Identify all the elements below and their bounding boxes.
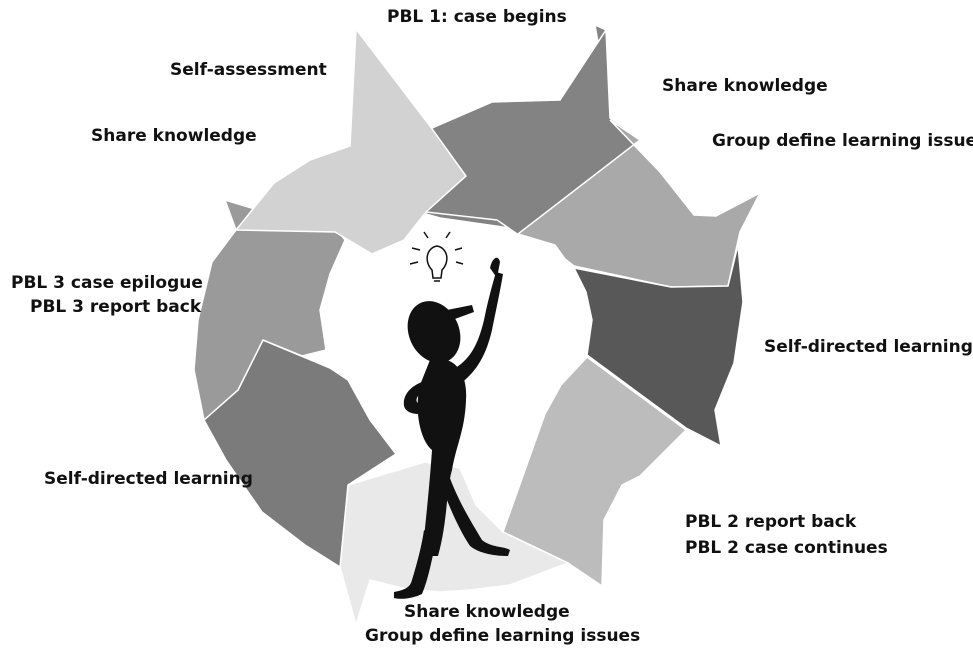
cycle-arrow-4 [502,355,688,588]
label-share-knowledge-bottom: Share knowledge [404,602,570,622]
label-pbl1-case-begins: PBL 1: case begins [387,7,567,27]
lightbulb-icon [409,231,464,282]
label-share-knowledge-top-right: Share knowledge [662,76,828,96]
label-pbl3-report-back: PBL 3 report back [30,297,202,317]
label-self-assessment: Self-assessment [170,60,327,80]
cycle-arrow-5 [339,461,570,628]
cycle-arrow-8 [234,26,468,255]
label-self-directed-right: Self-directed learning [764,337,973,357]
cycle-ring [193,23,762,628]
cycle-arrow-1b [425,27,644,237]
label-group-define-bottom: Group define learning issues [365,626,641,646]
label-self-directed-left: Self-directed learning [44,469,253,489]
thinking-person-icon [394,257,510,599]
cycle-arrow-3 [572,244,744,448]
cycle-arrow-2 [516,119,762,288]
label-share-knowledge-top-left: Share knowledge [91,126,257,146]
label-pbl3-case-epilogue: PBL 3 case epilogue [11,273,203,293]
label-pbl2-report-back: PBL 2 report back [685,512,857,532]
label-group-define-top-right: Group define learning issues [712,131,973,151]
label-pbl2-case-continues: PBL 2 case continues [685,538,888,558]
